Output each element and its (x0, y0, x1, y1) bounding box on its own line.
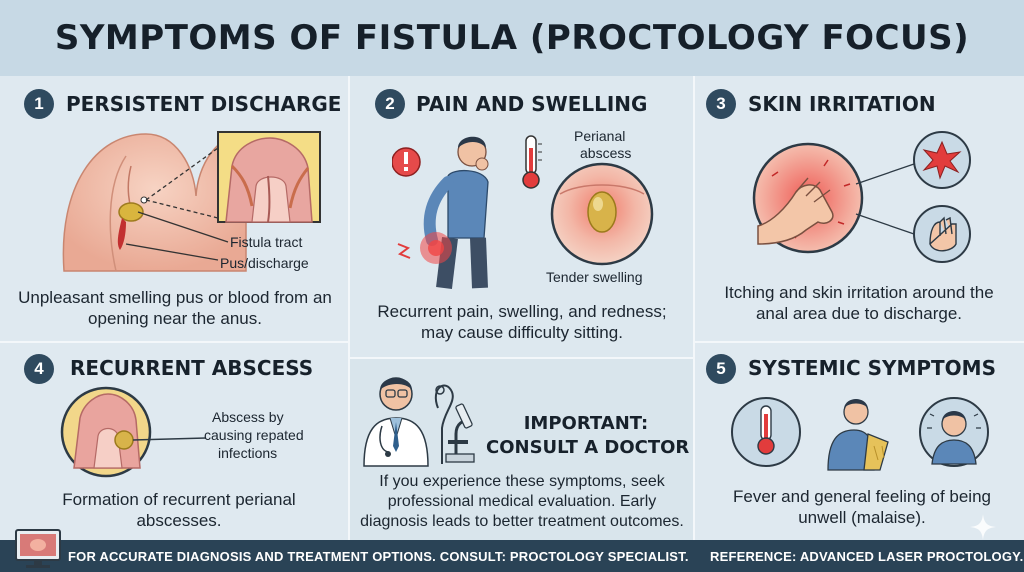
step-number-badge: 5 (706, 354, 736, 384)
page-title: SYMPTOMS OF FISTULA (PROCTOLOGY FOCUS) (54, 18, 970, 58)
divider (693, 76, 695, 540)
recurrent-abscess-illustration (60, 386, 207, 478)
label-abscess: abscess (580, 145, 632, 161)
consult-doctor-title: CONSULT A DOCTOR (486, 437, 690, 458)
thermometer-icon (522, 135, 542, 189)
anal-fistula-illustration (62, 131, 321, 272)
footer-reference: REFERENCE: ADVANCED LASER PROCTOLOGY. (710, 549, 1024, 564)
footer-disclaimer: FOR ACCURATE DIAGNOSIS AND TREATMENT OPT… (68, 549, 689, 564)
man-in-pain-illustration (392, 136, 489, 289)
symptom-description: Fever and general feeling of being unwel… (732, 487, 991, 527)
sparkle-icon (970, 514, 996, 540)
consult-description: If you experience these symptoms, seek p… (360, 473, 684, 530)
divider (694, 341, 1024, 343)
symptom-description: Formation of recurrent perianal abscesse… (62, 490, 296, 530)
perianal-abscess-illustration (550, 162, 654, 266)
footer-bar: FOR ACCURATE DIAGNOSIS AND TREATMENT OPT… (0, 529, 1024, 572)
section-heading: RECURRENT ABSCESS (70, 356, 314, 380)
label-infections: infections (218, 445, 278, 461)
step-number-badge: 4 (24, 354, 54, 384)
step-number-badge: 2 (375, 89, 405, 119)
label-tender-swelling: Tender swelling (546, 269, 643, 285)
panel-recurrent-abscess (0, 342, 349, 540)
important-title: IMPORTANT: (523, 413, 649, 434)
step-number-badge: 3 (706, 89, 736, 119)
step-number-badge: 1 (24, 89, 54, 119)
divider (348, 76, 350, 540)
section-heading: PERSISTENT DISCHARGE (66, 92, 342, 116)
title-bar: SYMPTOMS OF FISTULA (PROCTOLOGY FOCUS) (0, 0, 1024, 76)
section-heading: PAIN AND SWELLING (416, 92, 648, 116)
section-heading: SKIN IRRITATION (748, 92, 936, 116)
systemic-symptoms-illustration (731, 397, 989, 471)
label-fistula-tract: Fistula tract (230, 234, 303, 250)
divider (349, 357, 694, 359)
label-causing-repated: causing repated (204, 427, 304, 443)
symptom-description: Recurrent pain, swelling, and redness; m… (377, 302, 667, 342)
divider (0, 341, 349, 343)
symptom-description: Unpleasant smelling pus or blood from an… (18, 288, 332, 328)
label-pus-discharge: Pus/discharge (220, 255, 309, 271)
label-perianal: Perianal (574, 128, 626, 144)
monitor-icon (15, 529, 61, 568)
doctor-illustration (363, 377, 475, 467)
section-heading: SYSTEMIC SYMPTOMS (748, 356, 996, 380)
skin-irritation-illustration (752, 131, 971, 263)
label-abscess-by: Abscess by (212, 409, 284, 425)
symptom-description: Itching and skin irritation around the a… (724, 283, 994, 323)
